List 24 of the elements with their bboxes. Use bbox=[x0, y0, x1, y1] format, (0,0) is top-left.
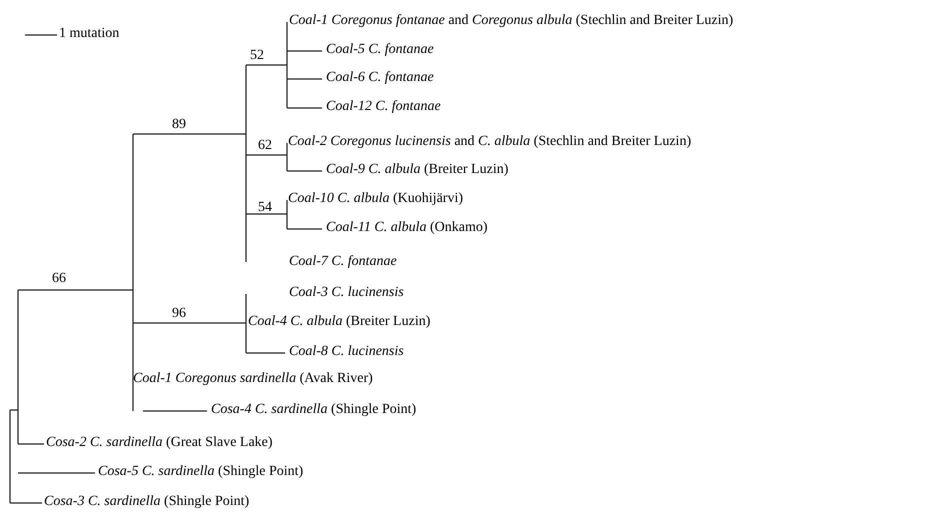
taxon-label: Coal-3 C. lucinensis bbox=[289, 285, 404, 301]
taxon-label: Coal-10 C. albula (Kuohijärvi) bbox=[288, 191, 463, 207]
bootstrap-value: 62 bbox=[258, 138, 272, 154]
bootstrap-value: 96 bbox=[172, 306, 186, 322]
scale-label: 1 mutation bbox=[59, 26, 120, 42]
taxon-label: Cosa-5 C. sardinella (Shingle Point) bbox=[98, 464, 304, 480]
taxon-label: Coal-5 C. fontanae bbox=[326, 42, 434, 58]
bootstrap-value: 89 bbox=[172, 117, 186, 133]
taxon-label: Coal-4 C. albula (Breiter Luzin) bbox=[248, 314, 430, 330]
taxon-label: Coal-2 Coregonus lucinensis and C. albula (Stechlin and Breiter Luzin) bbox=[288, 134, 692, 150]
taxon-label: Coal-1 Coregonus sardinella (Avak River) bbox=[133, 371, 373, 387]
taxon-label: Coal-8 C. lucinensis bbox=[289, 344, 404, 360]
bootstrap-value: 54 bbox=[258, 200, 272, 216]
taxon-label: Coal-12 C. fontanae bbox=[326, 99, 441, 115]
taxon-label: Cosa-3 C. sardinella (Shingle Point) bbox=[44, 494, 250, 510]
taxon-label: Coal-7 C. fontanae bbox=[289, 254, 397, 270]
bootstrap-value: 66 bbox=[52, 271, 66, 287]
taxon-label: Cosa-2 C. sardinella (Great Slave Lake) bbox=[46, 435, 273, 451]
taxon-label: Coal-9 C. albula (Breiter Luzin) bbox=[326, 162, 508, 178]
taxon-label: Cosa-4 C. sardinella (Shingle Point) bbox=[211, 402, 416, 418]
taxon-label: Coal-6 C. fontanae bbox=[326, 70, 434, 86]
taxon-label: Coal-1 Coregonus fontanae and Coregonus albula (Stechlin and Breiter Luzin) bbox=[289, 13, 734, 29]
taxon-label: Coal-11 C. albula (Onkamo) bbox=[326, 220, 488, 236]
bootstrap-value: 52 bbox=[250, 48, 264, 64]
